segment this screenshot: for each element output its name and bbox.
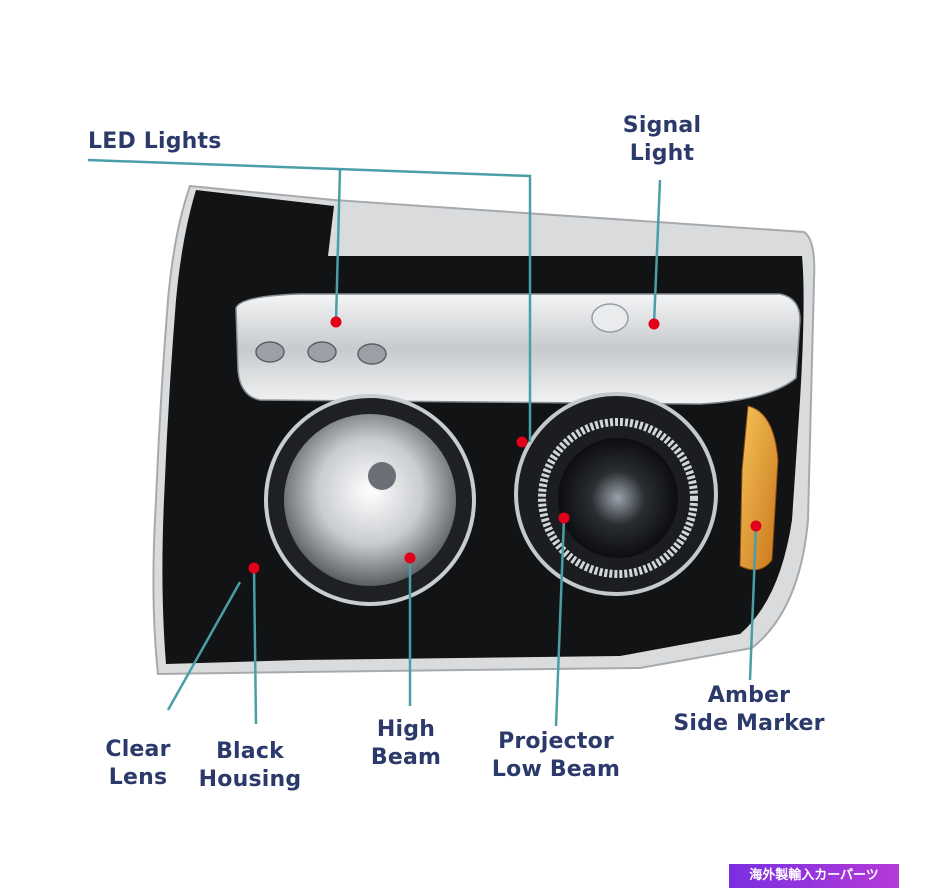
dot-led — [330, 316, 342, 328]
marker-dots — [248, 316, 762, 574]
clear-lens-line2: Lens — [108, 765, 168, 790]
signal-bulb — [591, 303, 629, 333]
black-housing-line2: Housing — [198, 767, 302, 792]
led-cups — [255, 341, 387, 365]
projector-halo — [538, 418, 698, 578]
amber-line1: Amber — [707, 683, 791, 708]
watermark-badge: 海外製輸入カーパーツ — [729, 864, 899, 888]
projector-lens — [558, 438, 678, 558]
amber-side-marker — [739, 405, 779, 571]
signal-light-strip — [235, 293, 801, 405]
high-beam-line2: Beam — [370, 745, 442, 770]
leader-lines — [87, 158, 758, 727]
projector-line1: Projector — [498, 729, 614, 754]
black-housing-label: Black Housing — [192, 738, 308, 794]
high-beam-line1: High — [376, 717, 436, 742]
dot-projector — [558, 512, 570, 524]
amber-line2: Side Marker — [673, 711, 825, 736]
dot-signal — [648, 318, 660, 330]
dot-black-housing — [248, 562, 260, 574]
signal-light-line2: Light — [629, 141, 695, 166]
high-beam-label: High Beam — [360, 716, 452, 772]
projector-line2: Low Beam — [491, 757, 621, 782]
dot-led-2 — [516, 436, 528, 448]
signal-light-line1: Signal — [622, 113, 702, 138]
clear-lens-label: Clear Lens — [90, 736, 186, 792]
projector-low-beam-label: Projector Low Beam — [486, 728, 626, 784]
led-lights-text: LED Lights — [88, 129, 222, 154]
high-beam-bulb — [368, 462, 396, 490]
black-housing — [162, 190, 804, 664]
dot-high-beam — [404, 552, 416, 564]
black-housing-line1: Black — [216, 739, 284, 764]
amber-side-marker-label: Amber Side Marker — [664, 682, 834, 738]
signal-light-label: Signal Light — [612, 112, 712, 168]
high-beam-reflector — [284, 414, 456, 586]
led-lights-label: LED Lights — [88, 128, 222, 156]
clear-lens-line1: Clear — [105, 737, 171, 762]
dot-amber — [750, 520, 762, 532]
